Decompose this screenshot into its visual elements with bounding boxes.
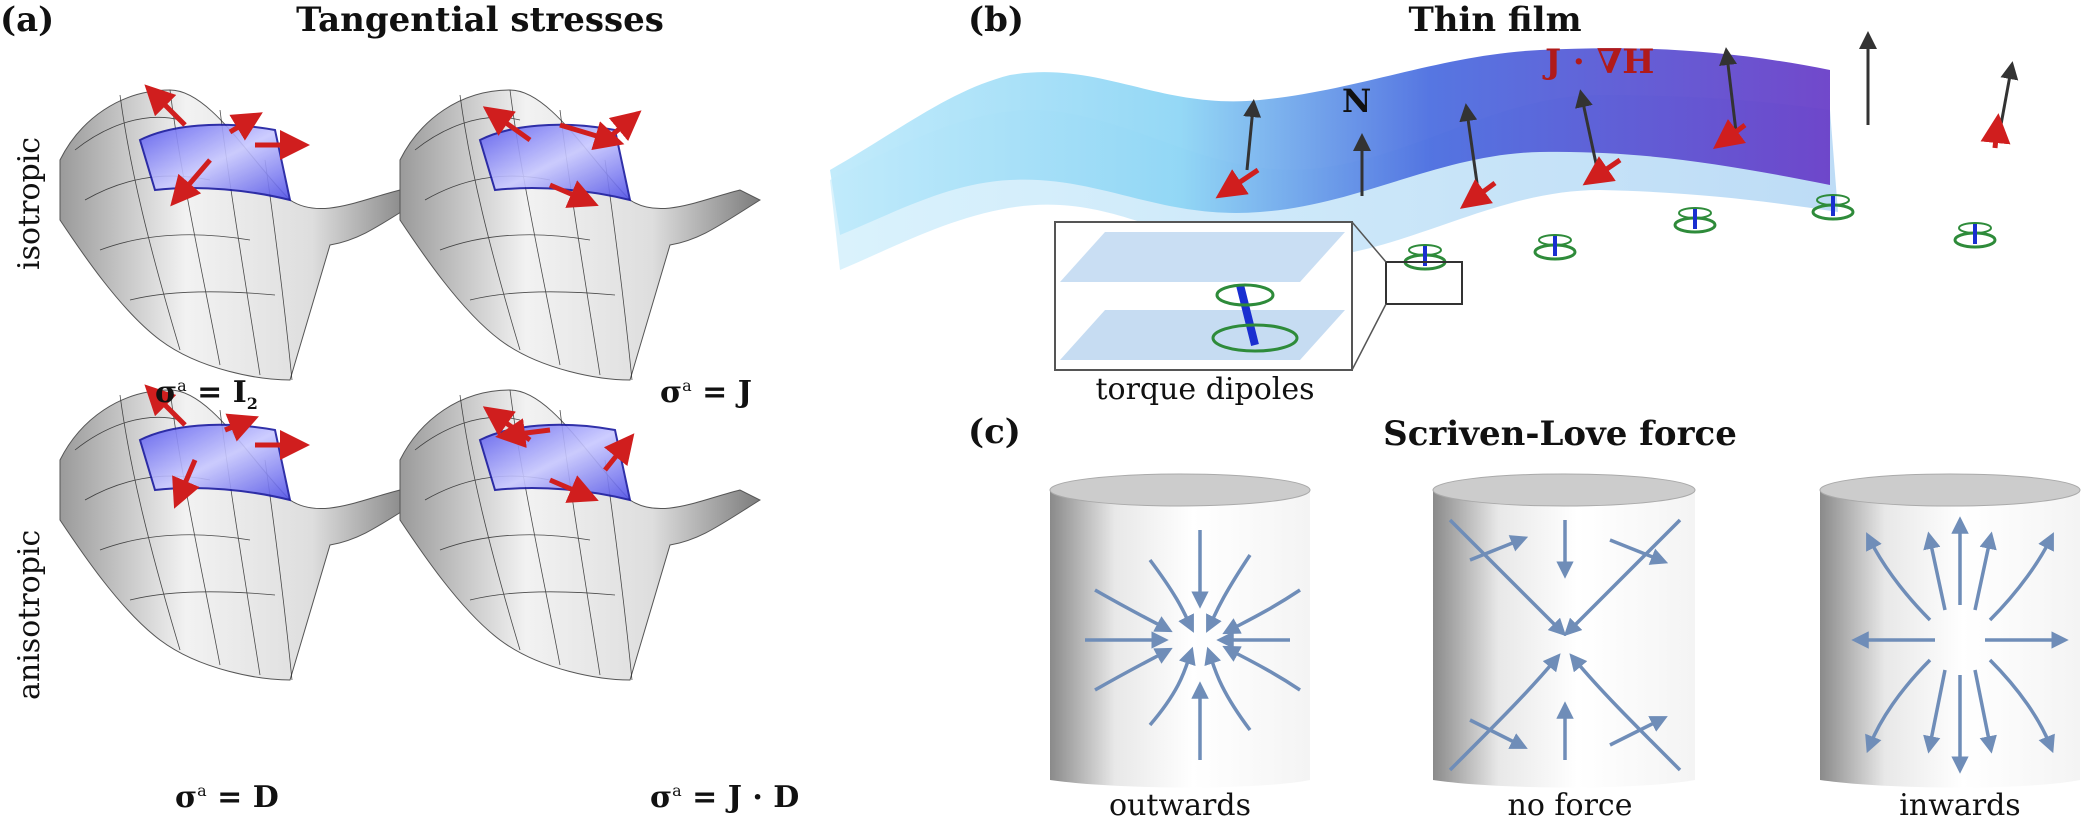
equation-jd: σa = J · D — [650, 780, 799, 815]
saddle-isotropic-identity — [60, 90, 420, 380]
gradient-label: J · ∇H — [1545, 42, 1654, 82]
cylinder-inwards — [1820, 474, 2080, 788]
caption-no-force: no force — [1470, 788, 1670, 823]
panel-b-label: (b) — [968, 0, 1024, 40]
cylinder-no-force — [1433, 474, 1695, 788]
caption-inwards: inwards — [1870, 788, 2050, 823]
saddle-isotropic-j — [400, 90, 760, 380]
panel-c-title: Scriven-Love force — [1340, 414, 1780, 454]
normal-label: N — [1342, 82, 1371, 120]
torque-inset — [1055, 222, 1352, 370]
inset-caption: torque dipoles — [1070, 372, 1340, 407]
equation-j: σa = J — [660, 375, 752, 410]
saddle-anisotropic-d — [60, 390, 420, 680]
cylinder-outwards — [1050, 474, 1310, 788]
panel-b-title: Thin film — [1330, 0, 1660, 40]
caption-outwards: outwards — [1080, 788, 1280, 823]
panel-c-label: (c) — [968, 412, 1021, 452]
saddle-anisotropic-jd — [400, 390, 760, 680]
equation-identity: σa = I2 — [155, 375, 258, 413]
equation-d: σa = D — [175, 780, 279, 815]
